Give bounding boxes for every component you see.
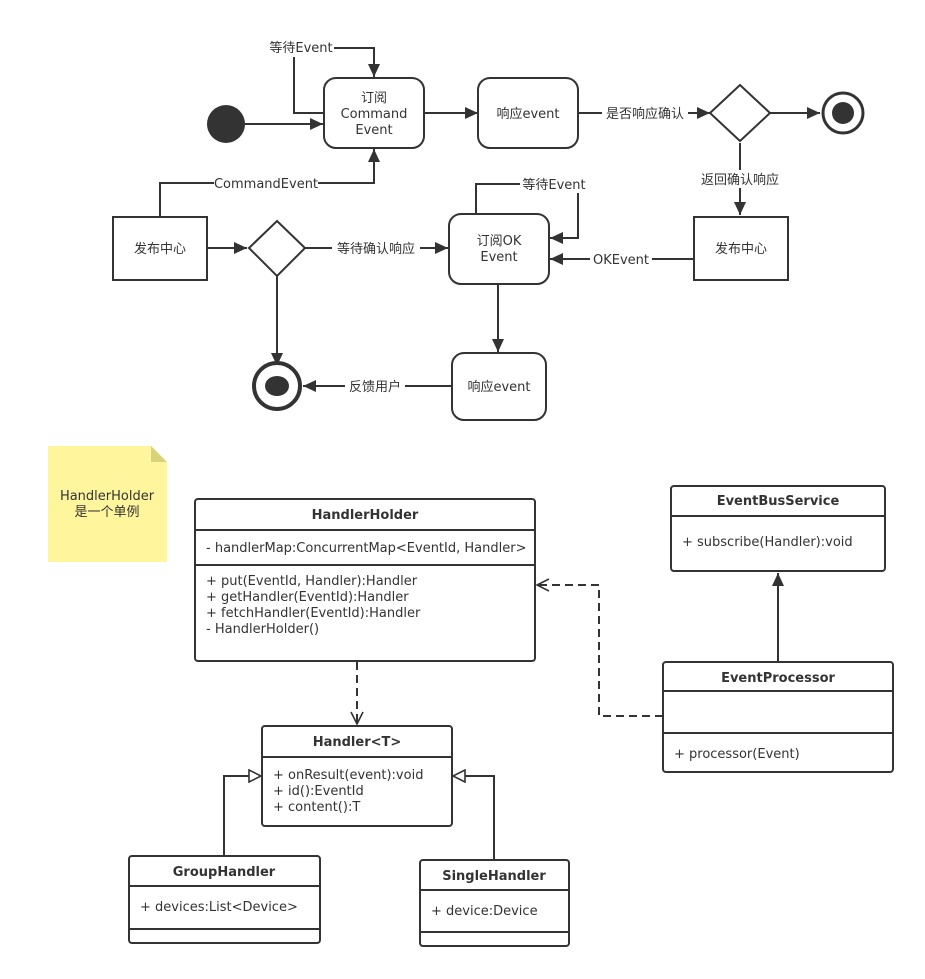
activity-subscribe-ok-event: 订阅OK Event bbox=[448, 213, 550, 285]
label-feedback-user: 反馈用户 bbox=[349, 379, 401, 395]
class-name: EventProcessor bbox=[721, 671, 835, 686]
class-name: SingleHandler bbox=[442, 869, 546, 884]
label-return-confirm: 返回确认响应 bbox=[701, 172, 779, 188]
svg-text:Event: Event bbox=[355, 123, 392, 138]
label-command-event: CommandEvent bbox=[214, 177, 318, 192]
class-name: EventBusService bbox=[717, 494, 840, 509]
class-method: + fetchHandler(EventId):Handler bbox=[206, 606, 421, 621]
class-event-bus-service: EventBusService + subscribe(Handler):voi… bbox=[670, 485, 886, 572]
svg-text:响应event: 响应event bbox=[467, 379, 530, 395]
svg-text:是一个单例: 是一个单例 bbox=[74, 505, 139, 520]
class-handler-holder: HandlerHolder - handlerMap:ConcurrentMap… bbox=[194, 498, 536, 662]
class-relations bbox=[223, 573, 784, 860]
class-name: Handler<T> bbox=[313, 735, 402, 750]
class-method: + getHandler(EventId):Handler bbox=[206, 590, 409, 605]
class-single-handler: SingleHandler + device:Device bbox=[419, 859, 570, 947]
svg-text:HandlerHolder: HandlerHolder bbox=[60, 489, 155, 504]
activity-publish-center-left: 发布中心 bbox=[112, 216, 208, 281]
class-method: + put(EventId, Handler):Handler bbox=[206, 574, 418, 589]
activity-publish-center-right: 发布中心 bbox=[693, 216, 789, 281]
end-node-top bbox=[821, 91, 865, 135]
class-attribute: - handlerMap:ConcurrentMap<EventId, Hand… bbox=[206, 541, 526, 556]
class-method: + id():EventId bbox=[273, 784, 364, 799]
start-node bbox=[207, 105, 245, 143]
class-method: + content():T bbox=[273, 800, 360, 815]
dependency-processor-to-holder bbox=[537, 585, 663, 717]
inheritance-group-to-handler bbox=[223, 776, 261, 856]
label-wait-event-top: 等待Event bbox=[269, 40, 332, 56]
svg-text:订阅: 订阅 bbox=[361, 91, 387, 106]
activity-edge-labels: 等待Event CommandEvent 是否响应确认 返回确认响应 等待Eve… bbox=[214, 39, 784, 395]
svg-text:发布中心: 发布中心 bbox=[715, 241, 767, 257]
class-method: + subscribe(Handler):void bbox=[682, 535, 853, 550]
inheritance-single-to-handler bbox=[453, 776, 495, 860]
activity-respond-event-bottom: 响应event bbox=[451, 352, 547, 421]
decision-diamond-top bbox=[708, 83, 772, 143]
class-name: HandlerHolder bbox=[312, 508, 419, 523]
class-handler: Handler<T> + onResult(event):void + id()… bbox=[261, 725, 453, 827]
class-attribute: + device:Device bbox=[431, 904, 538, 919]
class-event-processor: EventProcessor + processor(Event) bbox=[662, 661, 894, 773]
label-wait-event-mid: 等待Event bbox=[522, 177, 585, 193]
class-method: + processor(Event) bbox=[674, 747, 800, 762]
class-method: + onResult(event):void bbox=[273, 768, 423, 783]
end-node-bottom bbox=[252, 361, 302, 411]
activity-respond-event-top: 响应event bbox=[477, 77, 579, 149]
svg-text:Event: Event bbox=[480, 250, 517, 265]
label-confirm-response: 是否响应确认 bbox=[606, 106, 684, 122]
class-method: - HandlerHolder() bbox=[206, 622, 319, 637]
svg-text:响应event: 响应event bbox=[496, 106, 559, 122]
class-name: GroupHandler bbox=[173, 865, 276, 880]
label-ok-event: OKEvent bbox=[593, 253, 649, 268]
class-group-handler: GroupHandler + devices:List<Device> bbox=[128, 855, 321, 944]
class-attribute: + devices:List<Device> bbox=[140, 900, 298, 915]
activity-subscribe-command-event: 订阅 Command Event bbox=[323, 77, 425, 149]
svg-text:订阅OK: 订阅OK bbox=[477, 234, 522, 249]
decision-diamond-left bbox=[247, 219, 307, 278]
svg-text:Command: Command bbox=[341, 107, 408, 122]
svg-text:发布中心: 发布中心 bbox=[134, 241, 186, 257]
label-wait-confirm: 等待确认响应 bbox=[337, 241, 415, 257]
note-singleton: HandlerHolder 是一个单例 bbox=[48, 446, 167, 562]
